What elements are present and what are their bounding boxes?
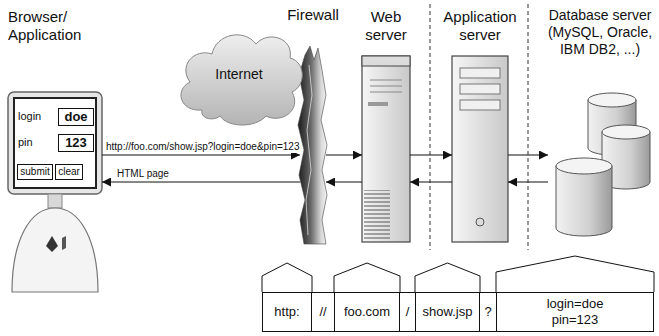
power-button [476, 218, 484, 226]
cylinder-top [588, 93, 636, 107]
cylinder [556, 166, 612, 236]
form-control: submit [17, 164, 53, 180]
computer-illustration [8, 92, 102, 292]
url-part-bracket [262, 263, 312, 292]
request-arrow [102, 154, 300, 155]
tier-separator [430, 4, 431, 250]
url-part-cell: show.jsp [415, 292, 480, 332]
system-component: Database server (MySQL, Oracle, IBM DB2,… [548, 94, 652, 238]
tower-case [452, 56, 508, 242]
component-heading: Database server (MySQL, Oracle, IBM DB2,… [544, 7, 656, 58]
drive-slot [370, 86, 402, 87]
tier-separator [528, 4, 529, 250]
monitor-neck [48, 194, 62, 208]
form-control: 123 [58, 134, 94, 152]
drive-bay [460, 68, 500, 78]
url-part-cell: ? [479, 292, 497, 332]
computer-base [12, 208, 98, 292]
request-arrow [326, 181, 362, 182]
url-part-cell: http: [262, 292, 312, 332]
database-cylinders [556, 93, 650, 236]
system-component: Web server [362, 56, 410, 242]
node-text: doe [64, 109, 87, 125]
request-arrow [508, 181, 548, 182]
node-text: // [319, 304, 326, 320]
drive-slot [370, 80, 402, 81]
vent-grille [364, 190, 390, 240]
tower-case [362, 56, 410, 242]
url-part-bracket [496, 256, 654, 292]
component-heading: Browser/ Application [8, 8, 96, 44]
form-control: doe [58, 108, 94, 126]
node-text: show.jsp [423, 304, 473, 320]
node-text: login=doe pin=123 [539, 296, 611, 327]
request-arrow [410, 154, 452, 155]
cylinder-top [602, 125, 650, 139]
url-part-cell: / [399, 292, 416, 332]
node-text: submit [20, 166, 49, 178]
node-text: foo.com [344, 304, 390, 320]
flame-streak [306, 65, 312, 235]
cylinder-top [556, 158, 612, 174]
request-arrow [326, 154, 362, 155]
url-part-brackets [262, 256, 654, 292]
node-text: http: [274, 304, 299, 320]
url-part-bracket [334, 263, 400, 292]
url-part-bracket [415, 263, 480, 292]
node-text: 123 [65, 135, 87, 151]
network-cloud: Internet [172, 20, 306, 128]
base-logo [46, 236, 58, 252]
url-part-cell: login=doe pin=123 [496, 292, 654, 332]
request-arrow [102, 181, 300, 182]
monitor-bezel [8, 92, 102, 194]
system-component: Firewall [300, 48, 326, 244]
component-heading: Firewall [278, 6, 348, 24]
field-label: pin [18, 136, 33, 149]
application-server-tower [452, 56, 508, 242]
cloud-shape [181, 35, 302, 125]
request-arrow [508, 154, 548, 155]
connector-label: http://foo.com/show.jsp?login=doe&pin=12… [105, 141, 300, 153]
component-heading: Application server [434, 8, 526, 44]
web-server-tower [362, 56, 410, 242]
url-part-cell: foo.com [334, 292, 400, 332]
tower-top [362, 56, 410, 66]
screen [14, 98, 96, 188]
url-part-cell: // [311, 292, 335, 332]
node-text: / [406, 304, 410, 320]
system-component: Browser/ Applicationdoe123submitclearlog… [8, 92, 102, 194]
field-label: login [18, 110, 41, 123]
drive-bay [460, 100, 500, 110]
drive-slot [370, 92, 402, 93]
drive-bay [460, 84, 500, 94]
node-text: clear [58, 166, 80, 178]
node-text: ? [484, 304, 491, 320]
form-control: clear [55, 164, 83, 180]
node-text: Internet [215, 66, 262, 83]
base-port [62, 236, 66, 250]
connector-label: HTML page [116, 168, 170, 180]
component-heading: Web server [355, 8, 417, 44]
system-component: Application server [452, 56, 508, 242]
status-panel [368, 102, 388, 106]
request-arrow [410, 181, 452, 182]
